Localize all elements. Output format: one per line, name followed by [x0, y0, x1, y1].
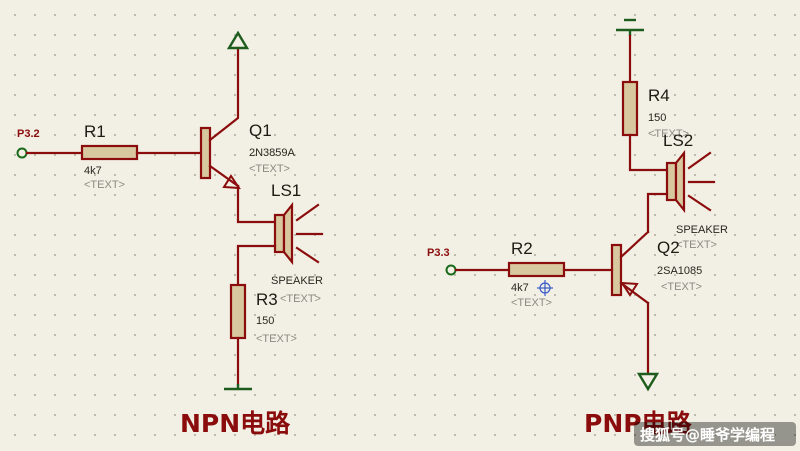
- transistor-q2[interactable]: Q2 2SA1085 <TEXT>: [610, 230, 702, 375]
- power-terminal-vcc: [226, 30, 250, 50]
- transistor-q1[interactable]: Q1 2N3859A <TEXT>: [199, 46, 296, 224]
- npn-circuit: P3.2 R1 4k7 <TEXT> Q1 2N3859A <TEXT>: [16, 30, 324, 438]
- speaker-ls2[interactable]: LS2 SPEAKER <TEXT>: [663, 131, 728, 251]
- resistor-r1[interactable]: R1 4k7 <TEXT>: [80, 122, 139, 191]
- q2-emitter-arrow: [620, 281, 639, 297]
- r3-ref: R3: [256, 290, 278, 309]
- wire-r4-ls2: [628, 133, 669, 172]
- r4-value: 150: [648, 112, 666, 124]
- wire-ls1-r3: [236, 244, 277, 287]
- wire-ls2-q2: [646, 192, 669, 234]
- resistor-r2[interactable]: R2 4k7 <TEXT>: [507, 239, 566, 309]
- ls1-text: <TEXT>: [280, 293, 321, 305]
- ls2-text: <TEXT>: [676, 239, 717, 251]
- port-p3-2-label: P3.2: [17, 128, 40, 140]
- r1-value: 4k7: [84, 165, 102, 177]
- ls2-ref: LS2: [663, 131, 693, 150]
- crosshair-icon: [537, 280, 553, 296]
- port-p3-3[interactable]: P3.3: [427, 247, 457, 276]
- q1-value: 2N3859A: [249, 147, 296, 159]
- q1-emitter-wire: [236, 184, 277, 224]
- r2-ref: R2: [511, 239, 533, 258]
- ls1-ref: LS1: [271, 181, 301, 200]
- q2-collector-wire: [619, 230, 650, 259]
- q2-text: <TEXT>: [661, 281, 702, 293]
- q1-emitter-arrow: [222, 174, 241, 190]
- q2-ref: Q2: [657, 238, 680, 257]
- r2-value: 4k7: [511, 282, 529, 294]
- q1-text: <TEXT>: [249, 163, 290, 175]
- q1-emitter-line: [208, 164, 240, 188]
- resistor-r4[interactable]: R4 150 <TEXT>: [621, 80, 689, 140]
- r3-text: <TEXT>: [256, 333, 297, 345]
- pnp-circuit: R4 150 <TEXT> LS2 SPEAKER <TEXT> Q2 2SA1…: [427, 18, 728, 438]
- q2-emitter-line: [619, 281, 650, 305]
- r4-ref: R4: [648, 86, 670, 105]
- speaker-ls1[interactable]: LS1 SPEAKER <TEXT>: [271, 181, 324, 305]
- ls1-value: SPEAKER: [271, 275, 323, 287]
- pnp-title: PNP电路: [584, 409, 693, 438]
- npn-title: NPN电路: [180, 409, 291, 438]
- q2-value: 2SA1085: [657, 265, 702, 277]
- r3-value: 150: [256, 315, 274, 327]
- r1-text: <TEXT>: [84, 179, 125, 191]
- r1-ref: R1: [84, 122, 106, 141]
- r4-text: <TEXT>: [648, 128, 689, 140]
- ground-terminal-npn: [224, 384, 252, 391]
- r2-text: <TEXT>: [511, 297, 552, 309]
- watermark: 搜狐号@睡爷学编程: [634, 422, 796, 446]
- q1-collector-wire: [208, 46, 240, 142]
- ground-terminal-pnp: [616, 18, 644, 36]
- ls2-value: SPEAKER: [676, 224, 728, 236]
- resistor-r3[interactable]: R3 150 <TEXT>: [229, 283, 297, 345]
- watermark-text: 搜狐号@睡爷学编程: [640, 426, 775, 444]
- port-p3-3-label: P3.3: [427, 247, 450, 259]
- power-terminal-pnp: [636, 372, 660, 392]
- q1-ref: Q1: [249, 121, 272, 140]
